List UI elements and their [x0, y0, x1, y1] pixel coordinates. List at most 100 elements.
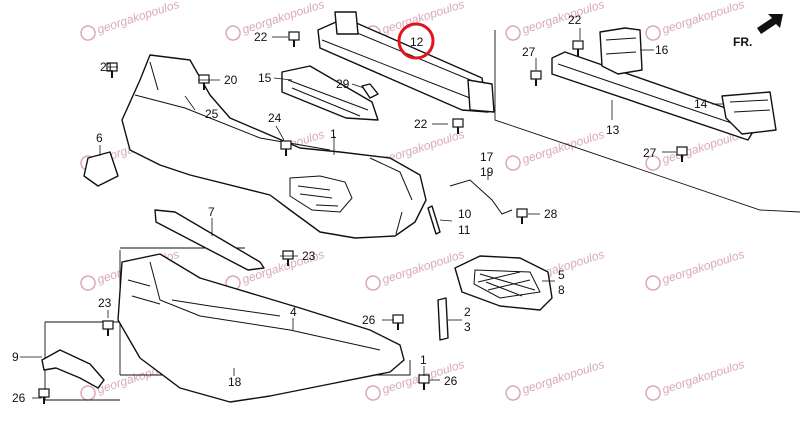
- bolt-icon: [198, 74, 210, 90]
- watermark-text: georgakopoulos: [660, 247, 746, 287]
- watermark-text: georgakopoulos: [380, 0, 466, 37]
- label-28: 28: [544, 207, 558, 221]
- part-10-11-pin: [427, 205, 441, 235]
- watermark-logo: [80, 385, 96, 401]
- label-12: 12: [410, 35, 424, 49]
- label-22: 22: [414, 117, 428, 131]
- watermark-tile: georgakopoulos: [645, 357, 746, 401]
- watermark-logo: [80, 275, 96, 291]
- watermark-text: georgakopoulos: [520, 0, 606, 37]
- label-8: 8: [558, 283, 565, 297]
- label-14: 14: [694, 97, 708, 111]
- bolt-icon: [280, 140, 292, 156]
- label-7: 7: [208, 205, 215, 219]
- watermark-text: georgakopoulos: [520, 357, 606, 397]
- part-15-bracket: [281, 65, 379, 121]
- watermark-logo: [505, 385, 521, 401]
- watermark-logo: [505, 25, 521, 41]
- label-1: 1: [330, 127, 337, 141]
- part-1-bumper-face: [121, 54, 427, 239]
- watermark-tile: georgakopoulos: [505, 127, 606, 171]
- watermark-logo: [645, 155, 661, 171]
- front-direction-arrow: [757, 14, 783, 34]
- bolt-icon: [676, 146, 688, 162]
- label-19: 19: [480, 165, 494, 179]
- watermark-logo: [645, 275, 661, 291]
- part-16-bracket: [599, 27, 643, 75]
- label-21: 21: [100, 60, 114, 74]
- bolt-icon: [418, 374, 430, 390]
- watermark-tile: georgakopoulos: [505, 0, 606, 41]
- label-1: 1: [420, 353, 427, 367]
- label-25: 25: [205, 107, 219, 121]
- watermark-text: georgakopoulos: [660, 357, 746, 397]
- bolt-icon: [392, 314, 404, 330]
- label-22: 22: [254, 30, 268, 44]
- bolt-icon: [452, 118, 464, 134]
- label-17: 17: [480, 150, 494, 164]
- label-23: 23: [302, 249, 316, 263]
- label-26: 26: [444, 374, 458, 388]
- label-3: 3: [464, 320, 471, 334]
- label-13: 13: [606, 123, 620, 137]
- part-14-bracket: [721, 91, 777, 135]
- bolt-icon: [530, 70, 542, 86]
- label-10: 10: [458, 207, 472, 221]
- watermark-text: georgakopoulos: [660, 0, 746, 37]
- bolt-icon: [516, 208, 528, 224]
- part-9-garnish: [41, 349, 105, 389]
- label-26: 26: [12, 391, 26, 405]
- watermark-logo: [225, 25, 241, 41]
- label-24: 24: [268, 111, 282, 125]
- fasteners-layer: [38, 31, 688, 404]
- watermark-logo: [645, 25, 661, 41]
- bolt-icon: [572, 40, 584, 56]
- highlight-circle: [397, 22, 435, 60]
- part-6-cover: [83, 151, 119, 187]
- watermark-logo: [365, 275, 381, 291]
- part-4-lower-spoiler: [117, 253, 405, 403]
- label-22: 22: [568, 13, 582, 27]
- watermark-tile: georgakopoulos: [225, 0, 326, 41]
- label-2: 2: [464, 305, 471, 319]
- bolt-icon: [38, 388, 50, 404]
- label-27: 27: [522, 45, 536, 59]
- watermark-tile: georgakopoulos: [645, 0, 746, 41]
- watermark-tile: georgakopoulos: [365, 247, 466, 291]
- label-6: 6: [96, 131, 103, 145]
- part-2-3-reflector: [437, 297, 449, 341]
- label-23: 23: [98, 296, 112, 310]
- bolt-icon: [288, 31, 300, 47]
- part-labels: 12 1 1 2 3 4 5 8 6 7 9 10 11 13 14 15 16…: [12, 13, 708, 405]
- part-29-clip: [361, 83, 379, 99]
- watermark-text: georgakopoulos: [380, 247, 466, 287]
- watermark-logo: [365, 385, 381, 401]
- reinforcement-box: [494, 30, 800, 213]
- part-7-strip: [154, 209, 265, 271]
- part-17-19-harness: [449, 179, 513, 215]
- label-18: 18: [228, 375, 242, 389]
- part-5-grille: [454, 255, 553, 311]
- bolt-icon: [282, 250, 294, 266]
- label-4: 4: [290, 305, 297, 319]
- watermark-text: georgakopoulos: [95, 0, 181, 37]
- leader-lines: [20, 28, 724, 399]
- part-12-bumper-beam: [317, 11, 495, 113]
- watermark-tile: georgakopoulos: [80, 0, 181, 41]
- watermark-logo: [80, 25, 96, 41]
- watermark-logo: [645, 385, 661, 401]
- watermark-tile: georgakopoulos: [645, 247, 746, 291]
- label-16: 16: [655, 43, 669, 57]
- watermark-logo: [505, 155, 521, 171]
- label-15: 15: [258, 71, 272, 85]
- label-27: 27: [643, 146, 657, 160]
- label-11: 11: [458, 223, 471, 237]
- label-29: 29: [336, 77, 350, 91]
- label-9: 9: [12, 350, 19, 364]
- front-direction-label: FR.: [733, 35, 752, 49]
- bolt-icon: [102, 320, 114, 336]
- label-5: 5: [558, 268, 565, 282]
- label-26: 26: [362, 313, 376, 327]
- label-20: 20: [224, 73, 238, 87]
